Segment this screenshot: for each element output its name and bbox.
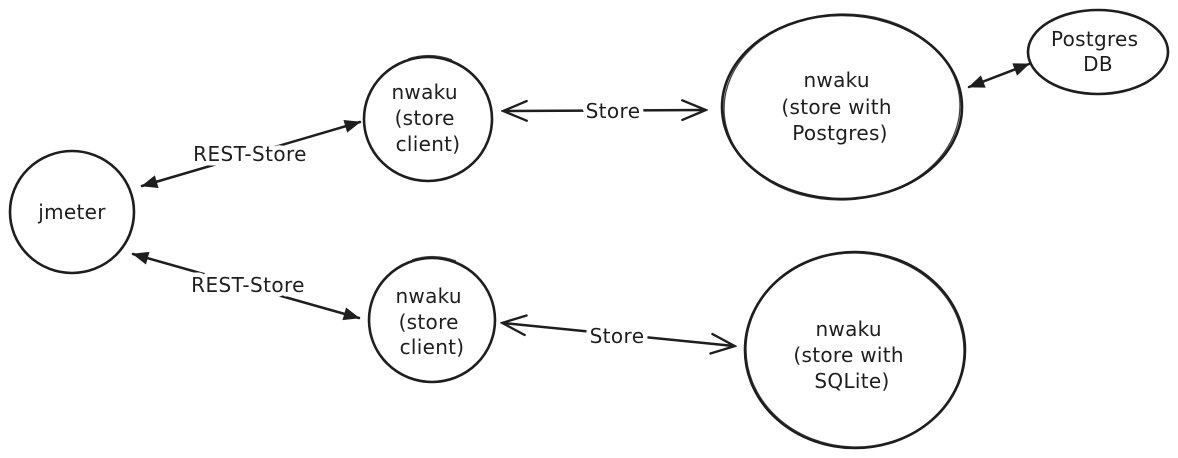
node-jmeter-sketch-stroke — [83, 151, 123, 177]
node-nwaku-store-with-sqlite: nwaku (store with SQLite) — [743, 250, 967, 450]
edge-rest-store-top-line — [140, 119, 362, 189]
node-nwaku-store-client-bottom: nwaku (store client) — [367, 255, 497, 384]
node-sqlite-sketch-stroke — [745, 252, 965, 448]
edge-store-top-line — [504, 110, 705, 111]
node-jmeter: jmeter — [8, 149, 136, 275]
node-postgres-db-shape — [1026, 8, 1170, 96]
node-nwaku-store-client-top-shape — [362, 55, 494, 183]
edge-store-bottom-line — [503, 323, 734, 346]
node-nwaku-store-with-postgres-shape — [720, 13, 964, 201]
node-nwaku-store-client-top: nwaku (store client) — [362, 55, 494, 183]
edge-label-rest-store-bottom: REST-Store — [191, 273, 305, 297]
edge-rest-store-bottom: REST-Store — [131, 251, 361, 321]
node-jmeter-label: jmeter — [37, 200, 106, 224]
edge-rest-store-top: REST-Store — [140, 119, 362, 189]
node-nwaku-store-client-top-label: nwaku (store client) — [391, 80, 464, 156]
edge-label-store-top: Store — [586, 99, 641, 123]
node-jmeter-shape — [8, 149, 136, 275]
node-client-bottom-sketch-stroke — [411, 255, 457, 262]
edge-store-bottom: Store — [503, 323, 734, 348]
edge-nwaku-postgres-db-link — [967, 62, 1031, 89]
node-nwaku-store-with-sqlite-shape — [743, 250, 967, 450]
node-client-top-sketch-stroke — [407, 55, 453, 61]
node-nwaku-store-with-postgres: nwaku (store with Postgres) — [720, 13, 964, 201]
edge-rest-store-bottom-line — [131, 251, 361, 321]
node-postgres-db: Postgres DB — [1026, 8, 1170, 96]
node-postgres-db-label: Postgres DB — [1051, 27, 1145, 76]
edge-label-rest-store-top: REST-Store — [193, 142, 307, 166]
node-postgres-sketch-stroke — [723, 13, 961, 201]
node-nwaku-store-with-postgres-label: nwaku (store with Postgres) — [781, 68, 898, 145]
edge-store-top: Store — [504, 95, 705, 128]
node-nwaku-store-client-bottom-label: nwaku (store client) — [395, 284, 468, 359]
edge-nwaku-postgres-db-line — [967, 62, 1031, 89]
node-nwaku-store-with-sqlite-label: nwaku (store with SQLite) — [793, 317, 910, 393]
edge-label-store-bottom: Store — [590, 324, 645, 348]
node-nwaku-store-client-bottom-shape — [367, 256, 497, 384]
